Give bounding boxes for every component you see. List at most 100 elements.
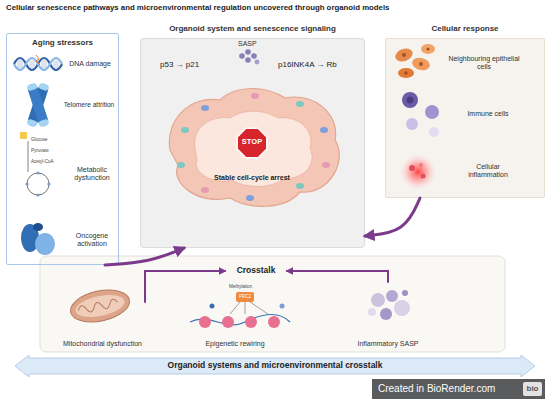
cell-nucleus — [296, 101, 304, 107]
metabolite-icon — [20, 132, 27, 139]
inflammation-glow — [400, 154, 436, 190]
node-text: Cellular inflammation — [456, 163, 520, 179]
immune-cell — [406, 118, 418, 130]
cristae — [78, 298, 119, 314]
panel-heading: Cellular response — [386, 24, 544, 33]
theme-band: Organoid systems and microenvironmental … — [15, 355, 535, 377]
node-text: Organoid systems and microenvironmental … — [168, 361, 383, 371]
flow-arrow — [145, 271, 225, 302]
response-panel: Cellular responseNeighbouring epithelial… — [385, 38, 545, 198]
epithelial-cell — [393, 46, 414, 63]
inflamed-cell — [421, 174, 426, 179]
flow-arrow — [365, 198, 420, 236]
telomere-cap — [26, 119, 37, 128]
inflamed-cell — [409, 165, 415, 171]
node-text: Crosstalk — [237, 266, 276, 276]
sasp-molecule — [251, 53, 257, 59]
watermark: Created in BioRender.com — [378, 383, 495, 395]
node-text: Oncogene activation — [66, 232, 118, 248]
sasp-factor — [368, 308, 376, 316]
epithelial-cell — [421, 44, 435, 54]
pathway-label: p53 → p21 — [160, 60, 199, 69]
oncoprotein — [35, 233, 55, 255]
cell-nucleus — [246, 195, 254, 201]
stressor-label: Metabolic dysfunction — [66, 164, 118, 184]
annotation: Methylation — [229, 284, 252, 289]
damage-mark — [36, 55, 40, 65]
sasp-molecule — [245, 49, 251, 55]
telomere-cap — [38, 83, 49, 92]
cycle-node — [36, 193, 39, 196]
immune-cell — [429, 127, 439, 137]
flow-arrow — [105, 248, 184, 265]
stop-text: STOP — [237, 138, 267, 147]
sasp-factor — [371, 293, 385, 307]
cell-nucleus — [407, 97, 414, 104]
mitochondrion — [68, 285, 133, 327]
stop-sign — [237, 128, 267, 158]
chromatid — [26, 83, 49, 128]
response-label: Immune cells — [456, 108, 520, 120]
cell-nucleus — [177, 162, 185, 168]
pathway-label: p16INK4A → Rb — [278, 60, 337, 69]
crosstalk-hub: Crosstalk — [226, 264, 286, 278]
annotation: Pyruvate — [31, 148, 49, 153]
node-text: Mitochondrial dysfunction — [63, 340, 142, 348]
immune-cell — [425, 105, 439, 119]
crosstalk-factor: Inflammatory SASP — [348, 282, 428, 350]
band-shape — [15, 355, 535, 377]
telomere-cap — [26, 83, 37, 92]
annotation: Glucose — [31, 137, 48, 142]
crosstalk-factor: Mitochondrial dysfunction — [60, 282, 145, 350]
response-label: Neighbouring epithelial cells — [446, 52, 522, 74]
node-text: Telomere attrition — [64, 101, 115, 109]
cell-nucleus — [181, 127, 189, 133]
cell-nucleus — [201, 187, 209, 193]
nucleosome — [245, 316, 257, 328]
cycle-node — [25, 182, 28, 185]
telomere-cap — [38, 119, 49, 128]
annotation: PRC2 — [236, 294, 254, 299]
node-text: Inflammatory SASP — [357, 340, 418, 348]
cell-nucleus — [426, 47, 429, 50]
badge-background — [372, 379, 545, 399]
cell-nucleus — [404, 71, 408, 75]
panel-heading: Organoid system and senescence signaling — [141, 24, 364, 33]
node-text: Metabolic dysfunction — [66, 166, 118, 182]
pathway-line — [28, 141, 29, 172]
diagram-title: Cellular senescence pathways and microen… — [6, 4, 389, 13]
node-text: DNA damage — [69, 60, 111, 68]
group-panel: Aging stressorsDNA damageTelomere attrit… — [6, 33, 119, 265]
state-label: Stable cell-cycle arrest — [197, 174, 307, 182]
stressor-label: Oncogene activation — [66, 230, 118, 250]
panel-heading: Aging stressors — [7, 38, 118, 47]
cell-nucleus — [201, 105, 209, 111]
methylation-arrow — [230, 302, 268, 314]
flow-arrow — [287, 271, 388, 282]
annotation: Acetyl-CoA — [31, 159, 54, 164]
cell-nucleus — [251, 93, 259, 99]
cell-nucleus — [296, 183, 304, 189]
prc2-complex — [236, 292, 254, 302]
organoid-lumen — [195, 111, 312, 186]
immune-cell — [402, 92, 418, 108]
sasp-factor — [386, 290, 398, 302]
stressor-label: DNA damage — [62, 58, 118, 70]
sasp-molecule — [255, 60, 260, 65]
nucleosome — [199, 316, 211, 328]
reader-protein — [280, 304, 285, 309]
node-text: Immune cells — [467, 110, 508, 118]
sasp-molecule — [245, 57, 251, 63]
reader-protein — [210, 304, 215, 309]
watermark-logo: bio — [523, 384, 542, 393]
cycle-node — [47, 182, 50, 185]
node-text: Epigenetic rewiring — [205, 340, 264, 348]
cell-nucleus — [320, 127, 328, 133]
stressor-label: Telomere attrition — [59, 99, 119, 111]
organoid-epithelium — [169, 88, 339, 206]
response-label: Cellular inflammation — [456, 160, 520, 182]
oncoprotein — [33, 223, 43, 231]
cell-nucleus — [322, 162, 330, 168]
panel-fill — [140, 38, 365, 248]
